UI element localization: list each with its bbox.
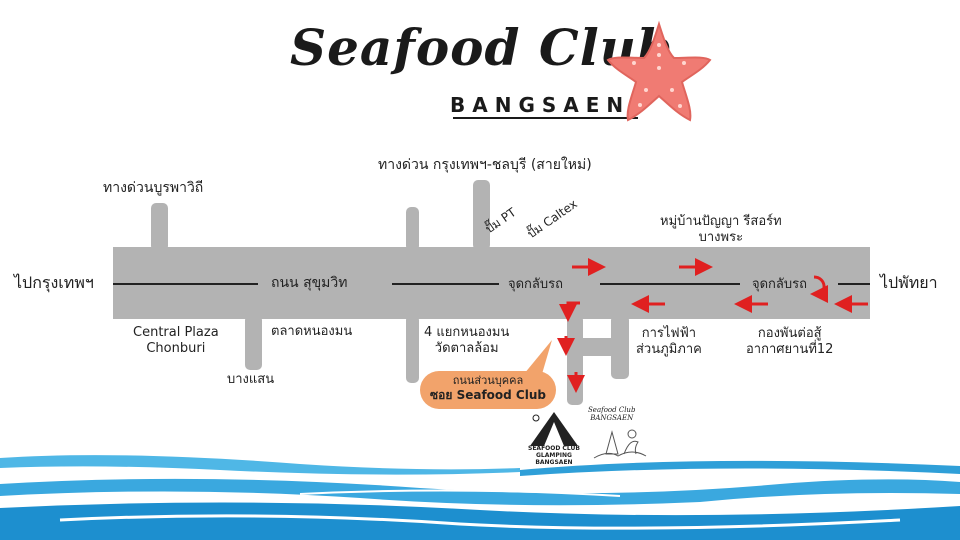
- u-turn-label-1: จุดกลับรถ: [508, 277, 564, 292]
- motorway-new-road: [473, 180, 490, 250]
- club-logo-illustration: [593, 429, 647, 459]
- glamping-logo: [530, 412, 578, 446]
- road-center-line-mid: [392, 283, 499, 285]
- arrow-turn-south: [559, 301, 580, 322]
- callout-pointer: [524, 340, 552, 374]
- pea-road: [611, 315, 629, 379]
- village-label: หมู่บ้านปัญญา รีสอร์ท บางพระ: [660, 214, 782, 245]
- talat-nong-mon-label: ตลาดหนองมน: [271, 324, 353, 339]
- private-road-line1: ถนนส่วนบุคคล: [452, 374, 524, 387]
- u-turn-arrow: [810, 275, 829, 303]
- wave-decoration: [0, 455, 960, 540]
- private-road-line2: ซอย Seafood Club: [430, 387, 546, 402]
- direction-east: ไปพัทยา: [880, 273, 938, 292]
- side-road-1: [406, 207, 419, 251]
- air-defense-label: กองพันต่อสู้ อากาศยานที่12: [746, 326, 834, 357]
- road-center-line-west: [113, 283, 258, 285]
- nong-mon-road: [406, 315, 419, 383]
- direction-west: ไปกรุงเทพฯ: [14, 273, 94, 292]
- main-road-label: ถนน สุขุมวิท: [271, 275, 348, 292]
- burapha-motorway-label: ทางด่วนบูรพาวิถี: [103, 180, 204, 196]
- club-logo-text: Seafood Club BANGSAEN: [588, 406, 636, 423]
- bangsaen-label: บางแสน: [227, 372, 275, 387]
- road-center-line-east: [600, 283, 740, 285]
- logo-script-text: Seafood Club: [290, 18, 673, 77]
- nong-mon-junction-label: 4 แยกหนองมน วัดตาลล้อม: [424, 325, 510, 356]
- pea-label: การไฟฟ้า ส่วนภูมิภาค: [636, 326, 702, 357]
- private-road-callout: ถนนส่วนบุคคล ซอย Seafood Club: [420, 371, 556, 409]
- logo-subtitle: BANGSAEN: [450, 93, 631, 117]
- starfish-icon: [606, 20, 712, 122]
- road-center-line-end: [838, 283, 870, 285]
- logo-underline: [453, 117, 638, 119]
- bangsaen-road: [245, 315, 262, 370]
- u-turn-label-2: จุดกลับรถ: [752, 277, 808, 292]
- motorway-new-label: ทางด่วน กรุงเทพฯ-ชลบุรี (สายใหม่): [378, 157, 592, 173]
- burapha-motorway-road: [151, 203, 168, 251]
- glamping-logo-text: SEAFOOD CLUB GLAMPING BANGSAEN: [528, 445, 580, 467]
- central-plaza-label: Central Plaza Chonburi: [133, 325, 219, 356]
